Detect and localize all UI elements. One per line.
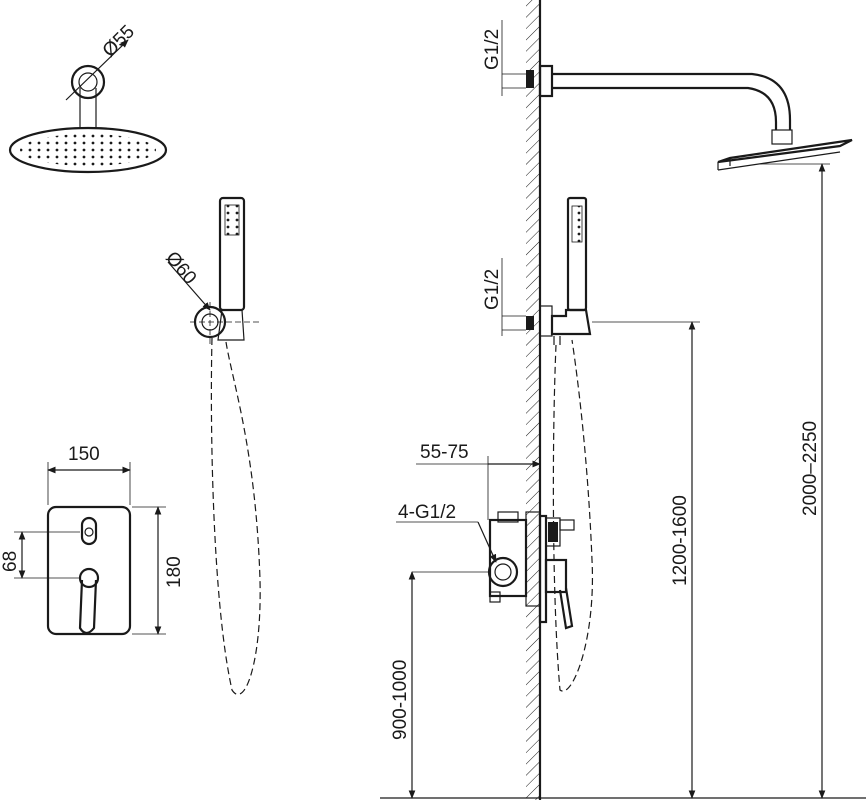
overhead-shower-side-view: G1/2	[482, 20, 853, 171]
inlets-label: 4-G1/2	[398, 502, 456, 523]
plate-height-label: 180	[164, 556, 185, 588]
thread-mid-label: G1/2	[482, 269, 503, 310]
shower-head-top-view: Ø55	[8, 21, 168, 174]
concealed-valve-side-view: 55-75 4-G1/2	[396, 442, 575, 630]
thread-top-label: G1/2	[482, 29, 503, 70]
holder-diameter-label: Ø60	[161, 248, 200, 289]
wall-section	[380, 0, 866, 800]
plate-width-label: 150	[68, 444, 100, 465]
head-height-label: 2000–2250	[800, 421, 821, 516]
holder-height-label: 1200-1600	[670, 495, 691, 586]
hand-shower-side-view: G1/2	[482, 196, 594, 692]
valve-height-label: 900-1000	[390, 660, 411, 740]
depth-label: 55-75	[420, 442, 469, 463]
handle-spacing-label: 68	[0, 551, 21, 572]
head-diameter-label: Ø55	[99, 21, 139, 61]
hand-shower-front-view: Ø60	[161, 196, 262, 696]
mixer-plate-front-view: 150 180 68	[0, 444, 185, 636]
height-dimensions: 900-1000 1200-1600 2000–2250	[390, 163, 830, 799]
